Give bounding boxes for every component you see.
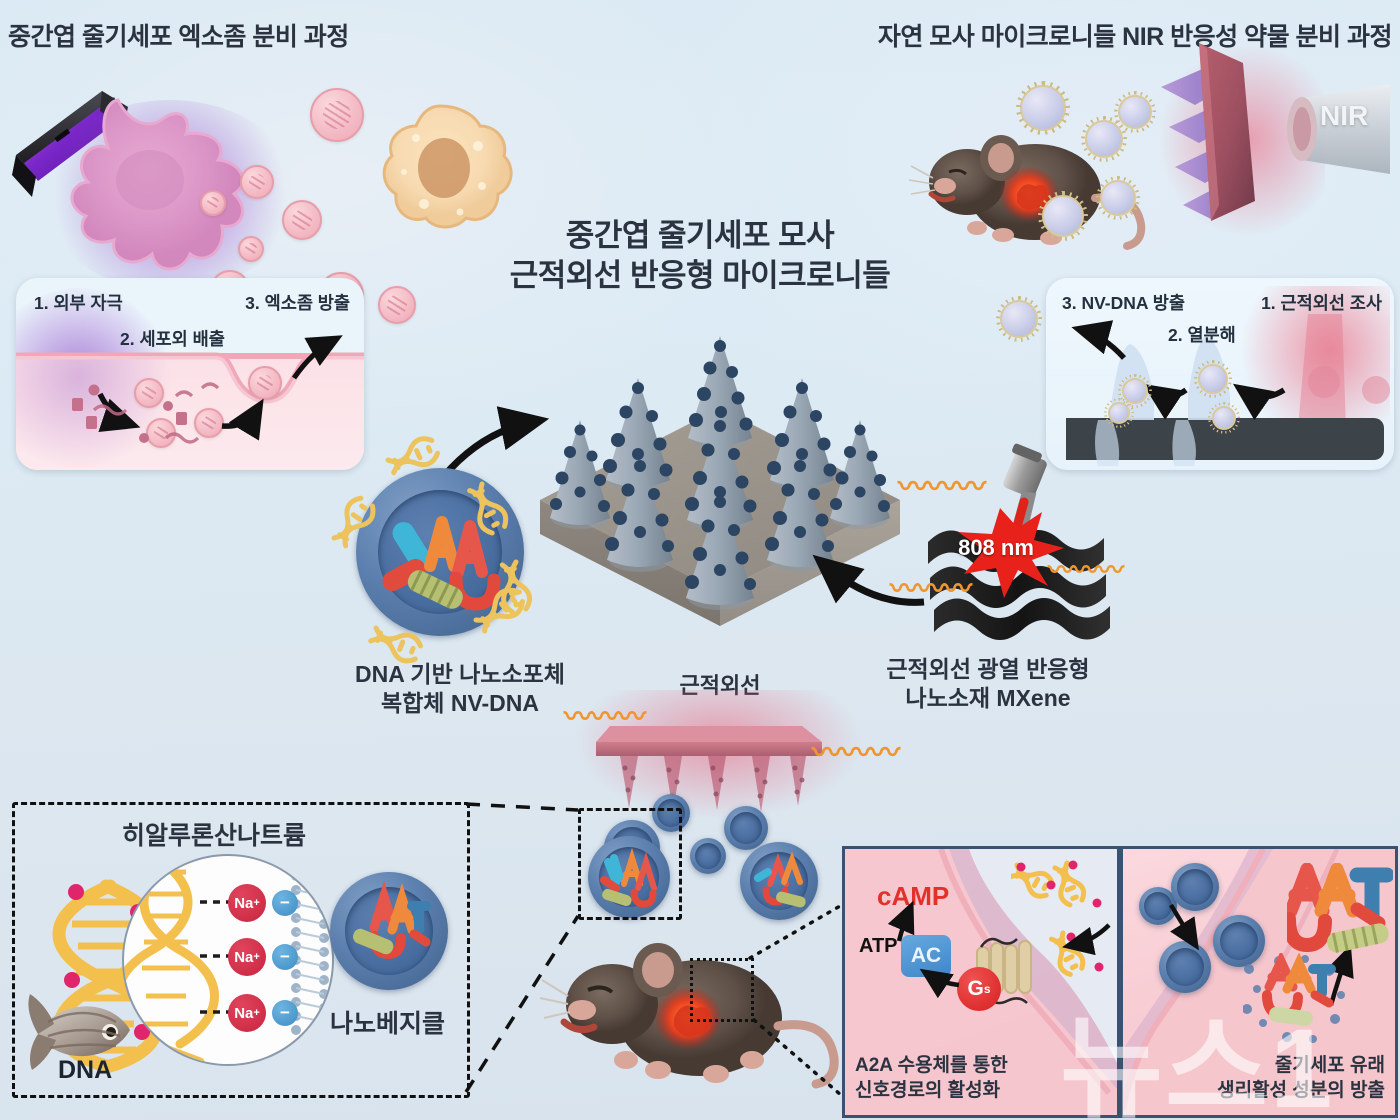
dna-fragments [1011,860,1111,977]
recipient-cell [382,104,513,229]
laser-wavelength-label: 808 nm [958,535,1034,560]
mouse-zoom-leaders [748,896,858,1110]
right-step-3: 3. NV-DNA 방출 [1062,293,1185,313]
drug-particle [1198,364,1228,394]
caption-nv-dna-line1: DNA 기반 나노소포체 [355,661,565,687]
bottom-mid-caption: A2A 수용체를 통한 신호경로의 활성화 [855,1053,1008,1103]
nv-vesicle [1171,863,1219,911]
drug-particle [1108,402,1130,424]
bottom-left-title: 히알루론산나트륨 [122,822,307,850]
drug-particle [1100,180,1136,216]
microneedle-array [540,336,900,626]
heat-icon: 〰〰〰 [564,701,646,732]
panel-arrows [72,335,343,444]
bottom-right-panel: 줄기세포 유래 생리활성 성분의 방출 [1120,846,1398,1118]
nanovesicle-cargo [353,880,431,960]
anion: − [272,1000,298,1026]
exosome [248,366,282,400]
dna-label: DNA [58,1056,113,1084]
caption-nv-dna-line2: 복합체 NV-DNA [380,690,540,717]
drug-particle [1212,406,1236,430]
watermark: 뉴스1 [1060,1006,1335,1120]
left-step-1: 1. 외부 자극 [34,293,123,313]
exosome [146,418,176,448]
drug-particle [1000,300,1038,338]
nv-dna-vesicle-small [690,838,726,874]
caption-mxene: 근적외선 광열 반응형 나노소재 MXene [818,655,1158,714]
caption-mxene-line1: 근적외선 광열 반응형 [886,656,1090,682]
header-left: 중간엽 줄기세포 엑소좀 분비 과정 [8,23,349,51]
bioactive-molecules [1287,863,1393,953]
anion: − [272,944,298,970]
nir-microneedle-patch [596,726,822,812]
laser-wavelength-badge: 808 nm [926,528,1066,568]
mxene-sheets [928,443,1110,640]
anion: − [272,890,298,916]
center-title: 중간엽 줄기세포 모사 근적외선 반응형 마이크로니들 [420,216,980,297]
caption-mxene-line2: 나노소재 MXene [905,685,1071,712]
exosome-released [378,286,416,324]
nir-source-icon [1287,84,1390,174]
bottom-mid-caption-line1: A2A 수용체를 통한 [855,1054,1008,1076]
drug-particle [1118,95,1152,129]
heat-icon: 〰〰〰 [1048,555,1124,585]
sodium-ion: Na+ [228,994,266,1032]
exosome [238,236,264,262]
heat-icon: 〰〰〰 [890,573,972,604]
nv-dna-cargo [382,516,501,611]
sodium-ion-label: Na [234,894,254,912]
center-title-line1: 중간엽 줄기세포 모사 [565,218,835,253]
bottom-right-caption: 줄기세포 유래 생리활성 성분의 방출 [1217,1053,1385,1103]
nir-source-label: NIR [1320,100,1369,131]
magnified-interface-circle: Na+ Na+ Na+ − − − [122,854,334,1066]
right-step-panel: 3. NV-DNA 방출 1. 근적외선 조사 2. 열분해 [1046,278,1394,470]
dna-corona [331,436,533,664]
right-step-1: 1. 근적외선 조사 [1261,293,1382,313]
mouse-tumor-zoom-box [690,958,754,1022]
sodium-ion: Na+ [228,884,266,922]
left-step-2: 2. 세포외 배출 [120,329,225,349]
left-step-3: 3. 엑소좀 방출 [245,293,350,313]
mouse-bottom [539,943,839,1089]
signal-arrows [887,900,960,999]
drug-particle [1122,378,1148,404]
nanovesicle-label: 나노베지클 [330,1010,446,1038]
nv-dna-vesicle-small [724,806,768,850]
fish-icon [28,994,130,1070]
gs-label: G [967,977,984,1000]
bottom-right-caption-line2: 생리활성 성분의 방출 [1217,1079,1385,1101]
microneedle-patch-top [1161,43,1255,221]
caption-nv-dna: DNA 기반 나노소포체 복합체 NV-DNA [250,660,670,719]
heat-icon: 〰〰〰 [898,471,986,504]
nv-vesicle [1213,915,1265,967]
exosome [194,408,224,438]
center-title-line2: 근적외선 반응형 마이크로니들 [509,258,891,294]
exosome [240,165,274,199]
right-step-2: 2. 열분해 [1168,325,1236,345]
zoom-leader-lines [464,802,580,1093]
bottom-mid-caption-line2: 신호경로의 활성화 [855,1079,1001,1101]
drug-particle [1085,120,1123,158]
arrow-nv-to-array [441,406,550,479]
exosome [282,200,322,240]
exosome [310,88,364,142]
zoom-source-box [578,808,682,920]
sodium-ion: Na+ [228,938,266,976]
heat-icon: 〰〰〰 [812,737,900,770]
magnified-content [124,856,329,1064]
drug-particle [1020,85,1066,131]
bottom-right-caption-line1: 줄기세포 유래 [1274,1054,1385,1076]
drug-particle [1042,195,1084,237]
vesicle-cargo [600,847,657,908]
arrow-mxene-to-array [812,554,925,606]
left-step-panel: 1. 외부 자극 3. 엑소좀 방출 2. 세포외 배출 [16,278,364,470]
exosome [200,190,226,216]
vesicle-cargo [754,851,806,908]
atp-label: ATP [859,935,898,957]
msc-cell-shape [70,98,245,271]
bursting-vesicle [1243,953,1345,1043]
